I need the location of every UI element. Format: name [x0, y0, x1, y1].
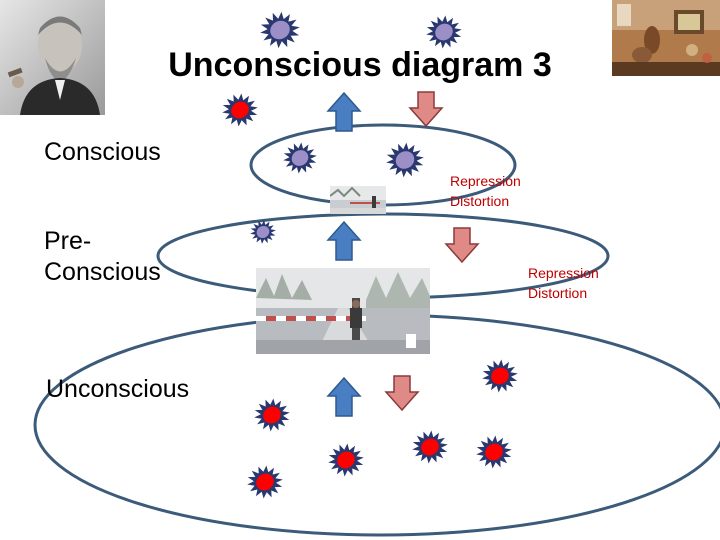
arrow-down-icon [384, 375, 420, 412]
border-crossing-photo-large [256, 268, 430, 354]
red-thought-star-core [256, 473, 274, 491]
preconscious-label: Pre- Conscious [44, 226, 161, 289]
purple-thought-star-core [291, 150, 309, 166]
unconscious-label: Unconscious [46, 375, 190, 403]
preconscious-label-line2: Conscious [44, 258, 161, 287]
annotation-repression-distortion-2: Repression Distortion [528, 263, 599, 304]
study-room-photo [612, 0, 720, 76]
preconscious-label-line1: Pre- [44, 227, 92, 255]
page-title: Unconscious diagram 3 [168, 46, 552, 84]
red-thought-star-core [491, 367, 509, 385]
conscious-label: Conscious [44, 138, 161, 166]
annotation-line2: Distortion [528, 285, 588, 302]
border-crossing-photo-small [329, 186, 386, 214]
red-thought-star-core [231, 101, 249, 119]
arrow-up-icon [326, 91, 362, 132]
purple-thought-star-core [435, 23, 453, 41]
annotation-line2: Distortion [450, 193, 510, 210]
purple-thought-star-core [256, 225, 270, 239]
annotation-line1: Repression [450, 173, 521, 189]
annotation-line1: Repression [528, 265, 599, 281]
red-thought-star-core [485, 443, 503, 461]
red-thought-star-core [337, 451, 355, 469]
portrait-photo [0, 0, 105, 115]
arrow-up-icon [326, 376, 362, 417]
red-thought-star-core [421, 438, 439, 456]
purple-thought-star-core [395, 151, 415, 169]
arrow-down-icon [408, 91, 444, 128]
purple-thought-star-core [270, 20, 290, 40]
arrow-up-icon [326, 220, 362, 261]
annotation-repression-distortion-1: Repression Distortion [450, 171, 521, 212]
red-thought-star-core [263, 406, 281, 424]
arrow-down-icon [444, 227, 480, 264]
